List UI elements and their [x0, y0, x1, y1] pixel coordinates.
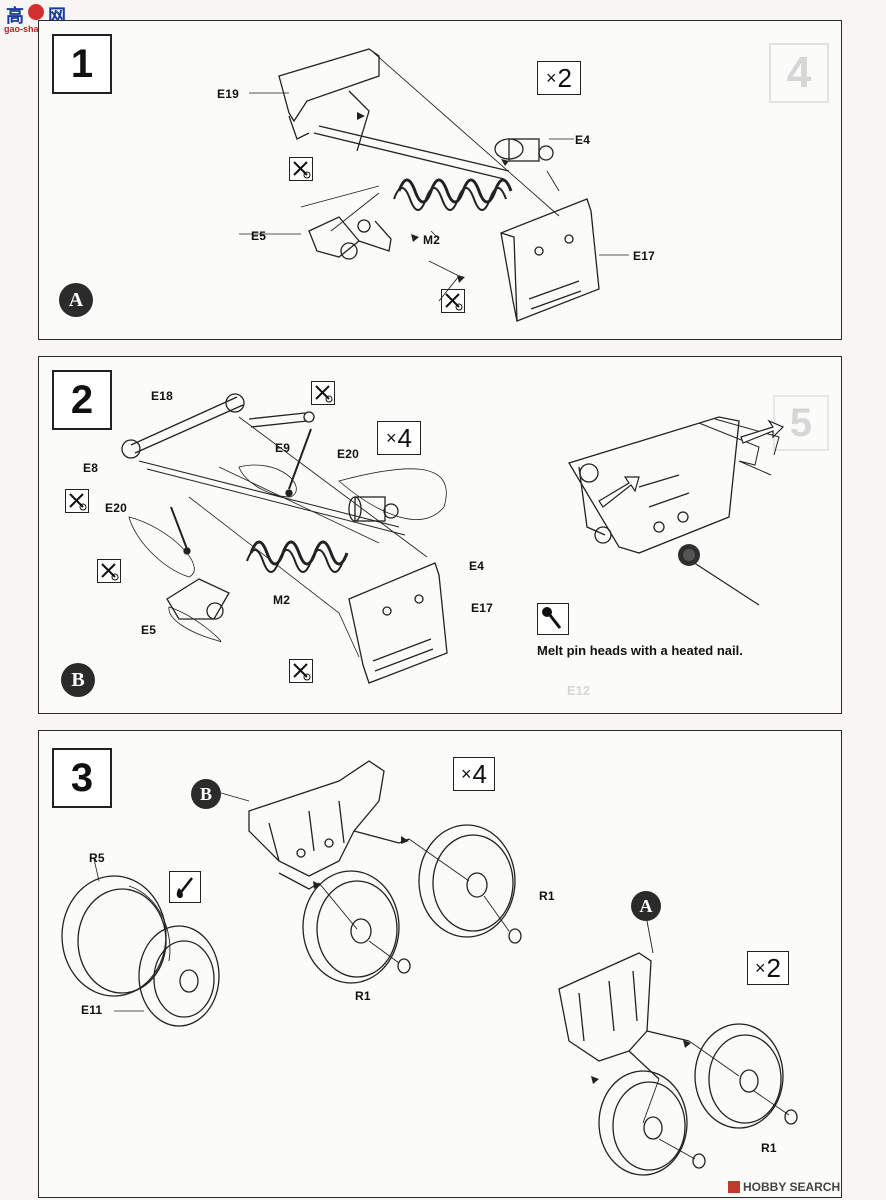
part-label-e20: E20 [337, 447, 359, 461]
part-label-e17: E17 [471, 601, 493, 615]
watermark: HOBBY SEARCH [728, 1180, 840, 1194]
part-label-r1: R1 [761, 1141, 777, 1155]
ghost-part-code: E12 [567, 683, 591, 698]
step-number-box: 1 [52, 34, 112, 94]
cut-glue-icon [97, 559, 121, 583]
assembly-marker-b: B [61, 663, 95, 697]
watermark-letter: H [743, 1180, 752, 1194]
multiplier-box: ×2 [537, 61, 581, 95]
cut-glue-icon [289, 659, 313, 683]
part-label-e5: E5 [141, 623, 157, 637]
part-label-e20: E20 [105, 501, 127, 515]
multiplier-value: 2 [557, 62, 572, 93]
suspension-assembly-drawing [239, 48, 629, 322]
assembly-marker-a: A [59, 283, 93, 317]
part-label-r1: R1 [539, 889, 555, 903]
cut-glue-icon [311, 381, 335, 405]
heated-nail-icon [537, 603, 569, 635]
part-label-e4: E4 [469, 559, 485, 573]
watermark-brand: OBBY SEARCH [751, 1180, 841, 1194]
part-label-e11: E11 [81, 1003, 103, 1017]
multiplier-value: 4 [397, 422, 412, 453]
instruction-note: Melt pin heads with a heated nail. [537, 643, 743, 658]
ghost-step-number: 4 [769, 43, 829, 103]
part-label-m2: M2 [423, 233, 441, 247]
multiplier-value: 4 [472, 758, 487, 789]
multiplier-value: 2 [766, 952, 781, 983]
part-label-e17: E17 [633, 249, 655, 263]
step-number-box: 2 [52, 370, 112, 430]
site-logo-url: gao-shan.com [4, 24, 66, 34]
part-label-r5: R5 [89, 851, 105, 865]
step-1-panel: 1 ×2 4 A E19 E4 E5 M2 E17 [38, 20, 842, 340]
callout-marker-b: B [191, 779, 221, 809]
part-label-e18: E18 [151, 389, 173, 403]
part-label-e4: E4 [575, 133, 591, 147]
cut-glue-icon [65, 489, 89, 513]
part-label-e19: E19 [217, 87, 239, 101]
part-label-r1: R1 [355, 989, 371, 1003]
multiplier-box: ×4 [453, 757, 495, 791]
multiplier-box: ×2 [747, 951, 789, 985]
step-3-panel: 3 ×4 ×2 B A R5 E11 R1 R1 R1 [38, 730, 842, 1198]
callout-marker-a: A [631, 891, 661, 921]
site-logo-flower-icon [28, 4, 44, 20]
step-number-box: 3 [52, 748, 112, 808]
wheel-assembly-drawing [61, 760, 798, 1176]
multiplier-box: ×4 [377, 421, 421, 455]
part-label-m2: M2 [273, 593, 291, 607]
suspension-assembly-drawing [121, 393, 785, 684]
watermark-icon [728, 1181, 740, 1193]
site-logo-mark: 高 [6, 6, 24, 27]
glue-drop-icon [169, 871, 201, 903]
step-2-panel: 2 ×4 5 E12 B E18 E9 E20 E8 E20 E4 M2 E17… [38, 356, 842, 714]
part-label-e9: E9 [275, 441, 291, 455]
cut-glue-icon [289, 157, 313, 181]
part-label-e8: E8 [83, 461, 99, 475]
part-label-e5: E5 [251, 229, 267, 243]
